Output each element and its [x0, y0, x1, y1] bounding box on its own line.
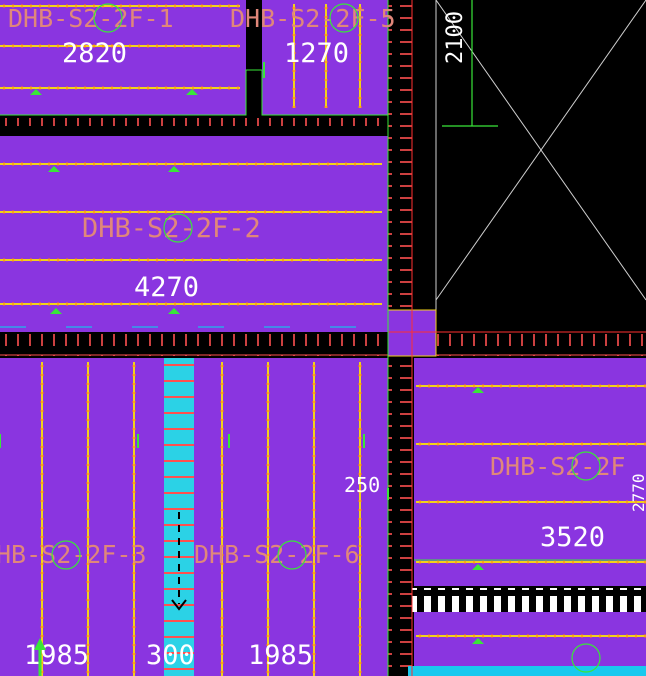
opening-void [412, 0, 646, 330]
slab-DHB-S2-2F-2[interactable] [0, 136, 388, 332]
support-markers [30, 89, 484, 644]
rebar-line [0, 210, 382, 214]
dimension-4270: 4270 [134, 272, 199, 303]
beam-band-top [0, 118, 390, 134]
rebar-line [0, 162, 382, 166]
slab-DHB-S2-2F-6[interactable] [194, 358, 388, 676]
dimension-3520: 3520 [540, 522, 605, 553]
rebar-horizontal [0, 4, 646, 638]
rebar-vertical [40, 4, 362, 676]
dimension-1270: 1270 [284, 38, 349, 69]
panel-label-DHB-S2-2F-5: DHB-S2-2F-5 [230, 4, 396, 33]
rebar-line [266, 362, 270, 676]
dimension-vertical-top [442, 0, 498, 127]
panel-label-DHB-S2-2F-2: DHB-S2-2F-2 [82, 213, 261, 244]
slab-DHB-S2-2F-7[interactable] [414, 358, 646, 586]
beam-band-right [412, 588, 646, 612]
rebar-line [416, 560, 646, 564]
slab-bottom-right[interactable] [414, 612, 646, 666]
dimension-1985-right: 1985 [248, 640, 313, 671]
panel-label-DHB-S2-2F-3: HB-S2-2F-3 [0, 540, 147, 569]
slab-DHB-S2-2F-1[interactable] [0, 0, 246, 115]
rebar-line [324, 4, 328, 108]
dimension-1985-left: 1985 [24, 640, 89, 671]
dimension-2770: 2770 [629, 473, 646, 512]
rebar-line [0, 258, 382, 262]
rebar-line [416, 634, 646, 638]
rebar-line [358, 4, 362, 108]
ucs-icon [34, 638, 46, 676]
panel-label-DHB-S2-2F-1: DHB-S2-2F-1 [8, 4, 174, 33]
beam-band-mid [0, 334, 646, 356]
rebar-line [312, 362, 316, 676]
panel-label-DHB-S2-2F-7: DHB-S2-2F [490, 452, 625, 481]
rebar-line [358, 362, 362, 676]
rebar-line [0, 302, 382, 306]
dimension-300: 300 [146, 640, 195, 671]
rebar-line [220, 362, 224, 676]
span-direction-arrow [171, 512, 187, 611]
rebar-line [416, 384, 646, 388]
dimension-250: 250 [344, 473, 380, 497]
rebar-line [292, 4, 296, 108]
dimension-2100: 2100 [443, 11, 468, 64]
rebar-line [0, 4, 240, 8]
rebar-line [86, 362, 90, 676]
rebar-line [132, 362, 136, 676]
rebar-line [0, 44, 240, 48]
rebar-line [416, 442, 646, 446]
cyan-bar-bottom [408, 666, 646, 676]
rebar-line [416, 500, 646, 504]
dimension-2820: 2820 [62, 38, 127, 69]
panel-symbols [51, 3, 601, 673]
panel-label-DHB-S2-2F-6: DHB-S2-2F-6 [194, 540, 360, 569]
slab-DHB-S2-2F-3[interactable] [0, 358, 164, 676]
rebar-line [0, 86, 240, 90]
